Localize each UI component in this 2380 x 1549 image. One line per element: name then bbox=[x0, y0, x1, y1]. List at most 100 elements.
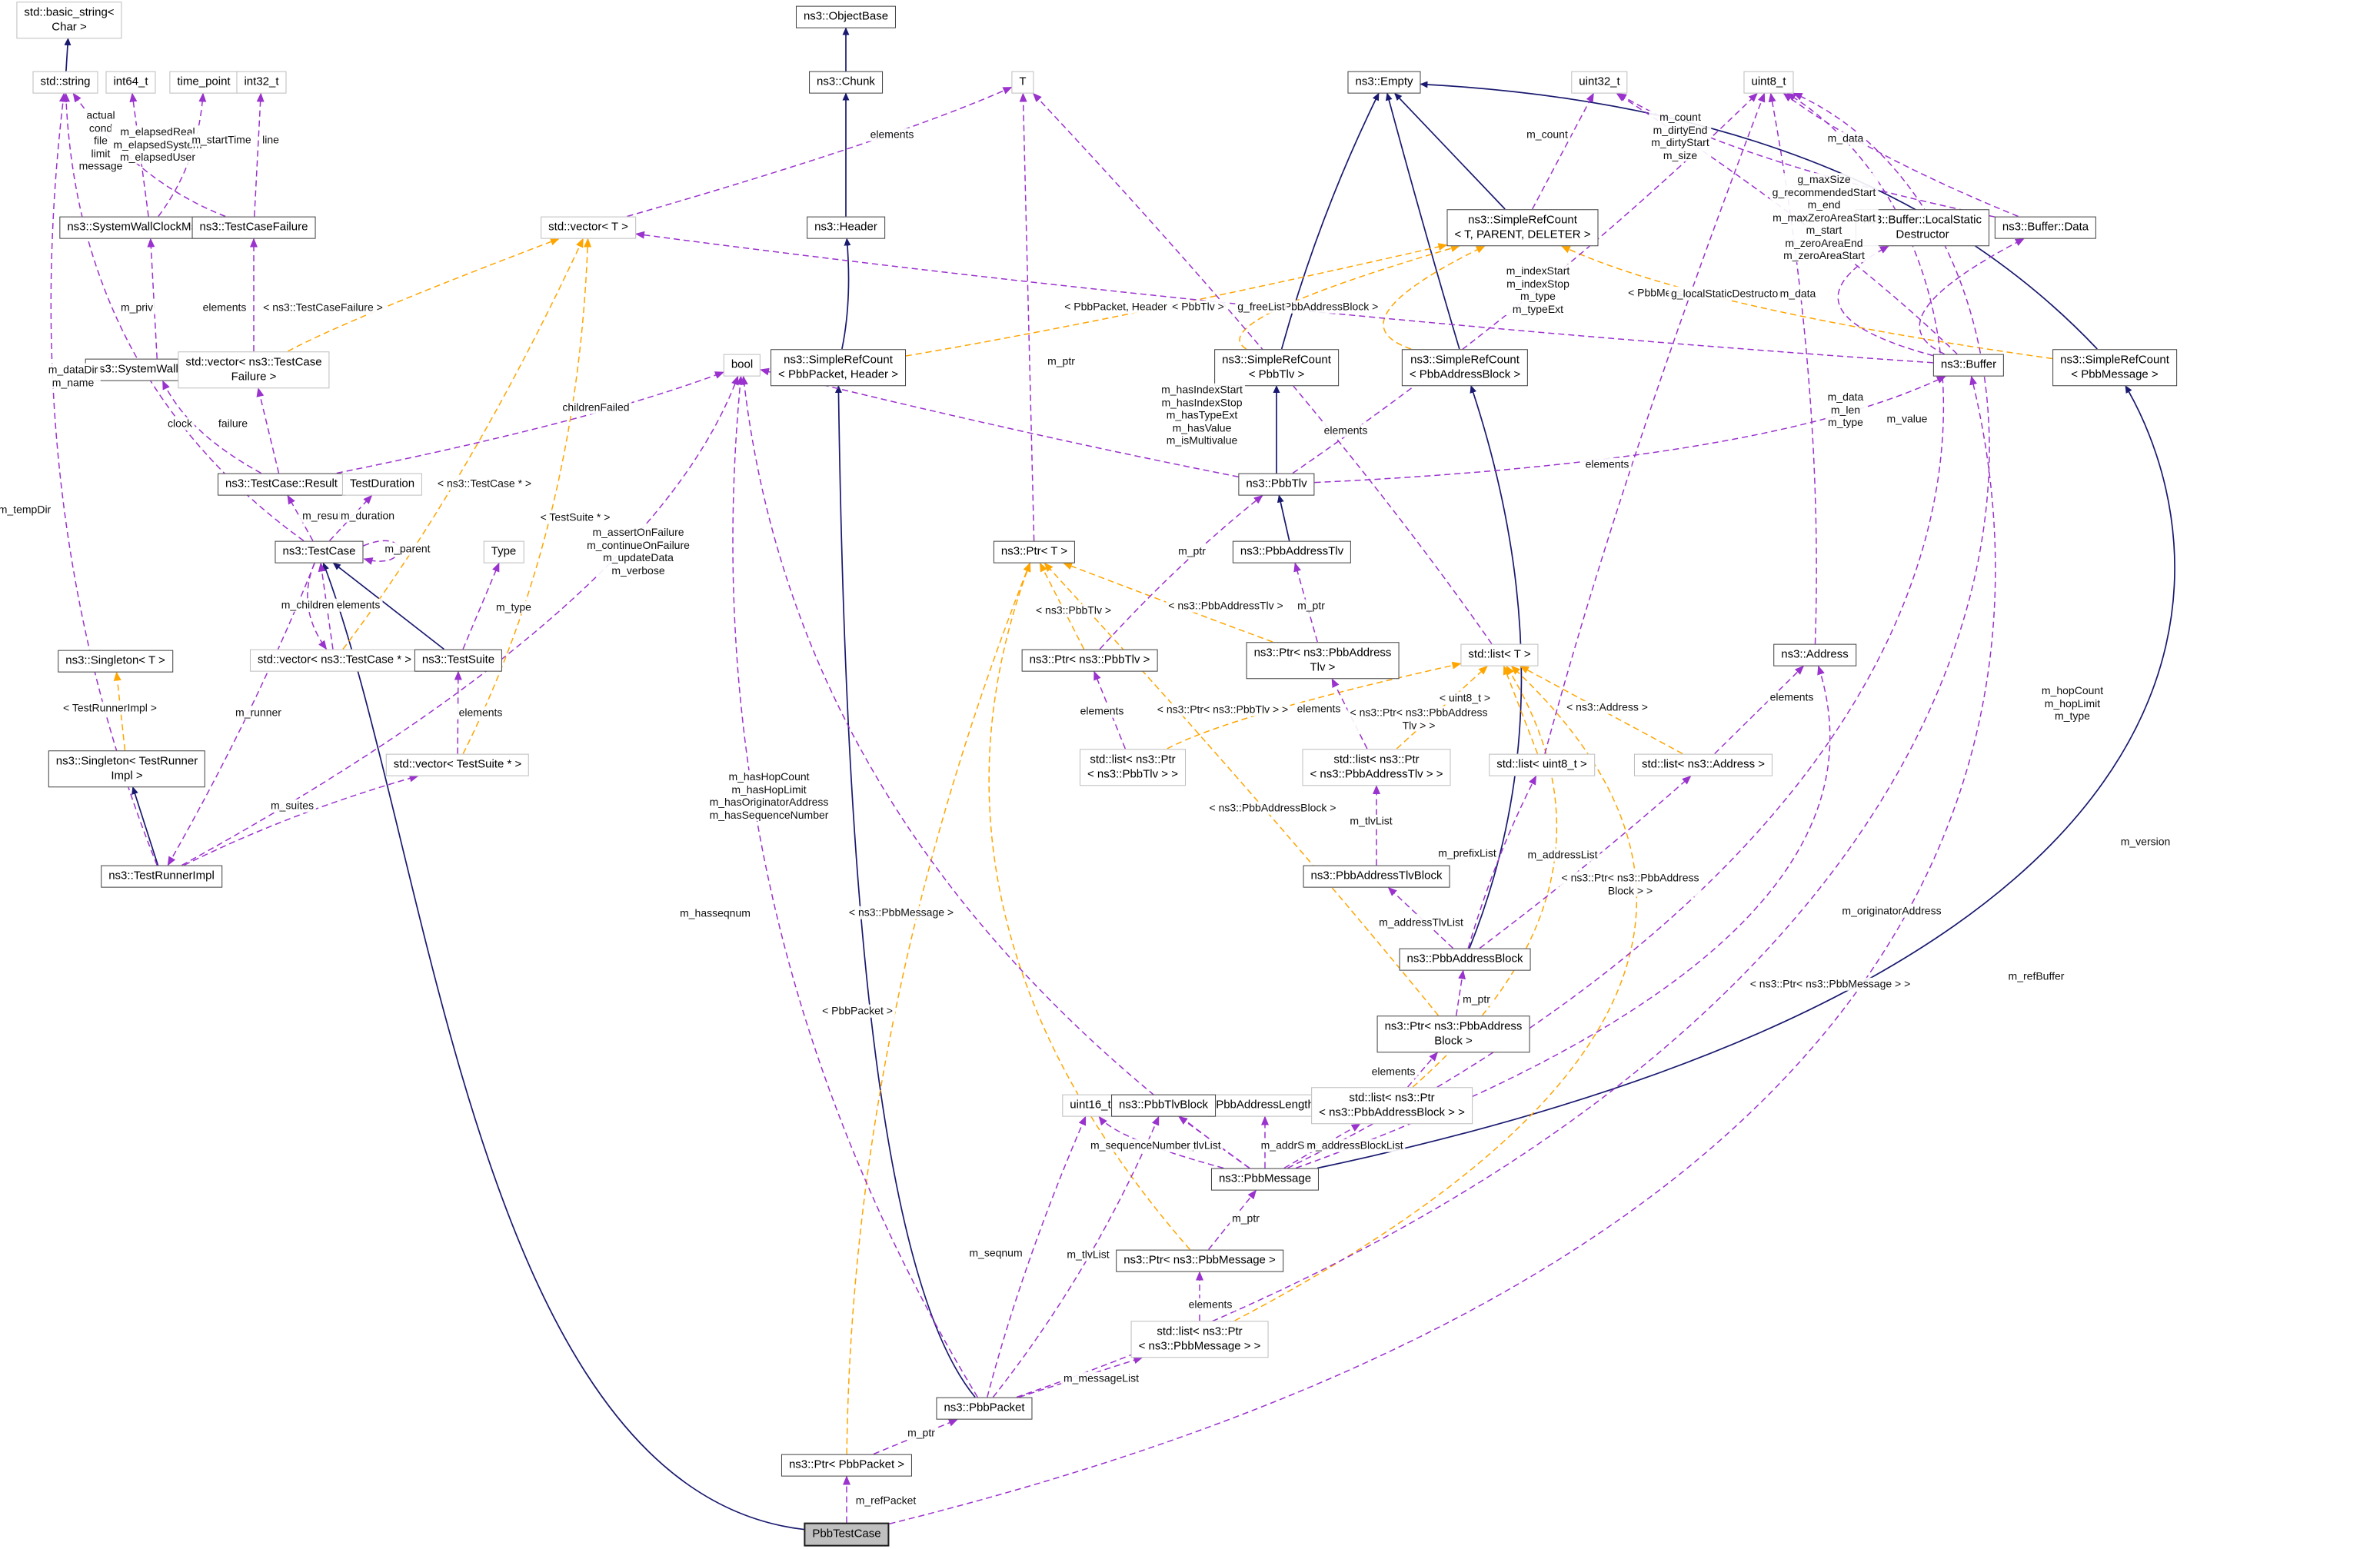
edge-label-listptraddrblock-listT: < ns3::Ptr< ns3::PbbAddress Block > > bbox=[1559, 871, 1702, 897]
edge-label-ptraddrblock-pbbaddrblock: m_ptr bbox=[1460, 992, 1493, 1006]
class-node-empty[interactable]: ns3::Empty bbox=[1347, 71, 1421, 94]
edge-srcAB-empty bbox=[1385, 92, 1460, 350]
class-node-srcPP[interactable]: ns3::SimpleRefCount < PbbPacket, Header … bbox=[771, 349, 906, 386]
edge-label-vecfail-vectorT: < ns3::TestCaseFailure > bbox=[261, 301, 385, 314]
edge-ptrtlv-pbbtlv bbox=[1099, 494, 1263, 650]
class-node-tcfailure[interactable]: ns3::TestCaseFailure bbox=[191, 216, 316, 239]
edge-pbbtestcase-buffer bbox=[889, 375, 1996, 1524]
class-node-vectorT: std::vector< T > bbox=[541, 216, 636, 239]
edge-srcAB-srcTPD bbox=[1383, 245, 1486, 350]
edge-label-pbbaddrblock-pbbaddrtlvblock: m_addressTlvList bbox=[1376, 916, 1466, 929]
edge-srcMsg-empty bbox=[1420, 81, 2098, 350]
class-node-pbbtlv[interactable]: ns3::PbbTlv bbox=[1238, 473, 1315, 496]
class-node-ptrmsg[interactable]: ns3::Ptr< ns3::PbbMessage > bbox=[1116, 1249, 1283, 1272]
edge-string-basic_string bbox=[64, 38, 72, 71]
class-node-pbbmessage[interactable]: ns3::PbbMessage bbox=[1210, 1168, 1320, 1191]
edge-label-listptrmsg-ptrmsg: elements bbox=[1186, 1298, 1235, 1311]
class-node-ptraddrtlv[interactable]: ns3::Ptr< ns3::PbbAddress Tlv > bbox=[1246, 642, 1400, 679]
edge-swcm-swcmp bbox=[147, 238, 158, 359]
class-node-bufdata[interactable]: ns3::Buffer::Data bbox=[1994, 216, 2097, 239]
edge-ptrT-T bbox=[1019, 92, 1035, 541]
class-node-ptrpacket[interactable]: ns3::Ptr< PbbPacket > bbox=[781, 1454, 913, 1477]
class-node-listT: std::list< T > bbox=[1460, 643, 1539, 666]
class-node-vectc: std::vector< ns3::TestCase * > bbox=[249, 649, 420, 672]
edge-label-address-uint8: m_data m_len m_type bbox=[1825, 391, 1866, 429]
edge-tcresult-bool bbox=[336, 371, 724, 474]
class-node-pbbaddrtlv[interactable]: ns3::PbbAddressTlv bbox=[1232, 540, 1352, 563]
class-node-singletonT[interactable]: ns3::Singleton< T > bbox=[58, 650, 173, 673]
edge-label-listaddr-address: elements bbox=[1767, 690, 1816, 704]
edge-pbbmessage-address bbox=[1295, 665, 1831, 1169]
edge-label-vectorT-T: elements bbox=[867, 128, 917, 141]
edge-pbbaddrblock-listuint8 bbox=[1467, 775, 1537, 949]
edge-label-testcase-testcase: m_parent bbox=[382, 542, 433, 556]
edge-label-pbbpacket-uint8: m_version bbox=[2118, 835, 2173, 849]
edge-label-buffer-vectorT: g_freeList bbox=[1235, 300, 1287, 314]
edge-label-vecsuite-vectorT: < TestSuite * > bbox=[538, 510, 613, 524]
class-node-pbbaddrtlvblock[interactable]: ns3::PbbAddressTlvBlock bbox=[1303, 865, 1450, 888]
class-node-testcase[interactable]: ns3::TestCase bbox=[275, 540, 364, 563]
class-node-tcresult[interactable]: ns3::TestCase::Result bbox=[218, 473, 345, 496]
edge-label-testrunnerimpl-bool: m_assertOnFailure m_continueOnFailure m_… bbox=[584, 525, 692, 577]
class-node-testrunnerimpl[interactable]: ns3::TestRunnerImpl bbox=[101, 865, 222, 888]
class-node-pbbtlvblock[interactable]: ns3::PbbTlvBlock bbox=[1111, 1094, 1216, 1117]
class-node-listptrmsg: std::list< ns3::Ptr < ns3::PbbMessage > … bbox=[1130, 1321, 1269, 1358]
class-node-buffer[interactable]: ns3::Buffer bbox=[1932, 354, 2005, 377]
edge-buffer-buflsd bbox=[1837, 245, 1934, 357]
edge-label-listptraddrtlv-listT: < ns3::Ptr< ns3::PbbAddress Tlv > > bbox=[1347, 706, 1490, 732]
class-node-address[interactable]: ns3::Address bbox=[1773, 643, 1856, 666]
class-node-srcTPD[interactable]: ns3::SimpleRefCount < T, PARENT, DELETER… bbox=[1446, 209, 1599, 246]
edge-pbbmessage-uint8 bbox=[1287, 92, 1945, 1169]
class-node-singletonTRI[interactable]: ns3::Singleton< TestRunner Impl > bbox=[48, 750, 206, 787]
class-node-ptrtlv[interactable]: ns3::Ptr< ns3::PbbTlv > bbox=[1021, 649, 1158, 672]
class-node-testsuite[interactable]: ns3::TestSuite bbox=[414, 649, 503, 672]
class-node-srcTlv[interactable]: ns3::SimpleRefCount < PbbTlv > bbox=[1214, 349, 1339, 386]
edge-label-ptrmsg-pbbmessage: m_ptr bbox=[1230, 1212, 1262, 1225]
class-node-ptraddrblock[interactable]: ns3::Ptr< ns3::PbbAddress Block > bbox=[1376, 1015, 1530, 1052]
edge-pbbmessage-srcMsg bbox=[1316, 385, 2175, 1169]
edge-pbbpacket-pbbtlvblock bbox=[992, 1115, 1160, 1398]
edge-bufdata-uint8 bbox=[1783, 92, 2019, 218]
edge-tcfailure-int32 bbox=[254, 92, 265, 217]
edge-label-listptrmsg-listT: < ns3::Ptr< ns3::PbbMessage > > bbox=[1747, 977, 1913, 991]
edge-pbbaddrtlv-pbbtlv bbox=[1277, 494, 1290, 541]
edge-vectorT-T bbox=[627, 86, 1013, 218]
edge-srcTlv-empty bbox=[1280, 92, 1380, 350]
edge-listptraddrtlv-ptraddrtlv bbox=[1331, 678, 1368, 750]
edge-label-srcTPD-uint32: m_count bbox=[1524, 128, 1570, 141]
edge-vecfail-vectorT bbox=[288, 238, 560, 352]
class-node-type: Type bbox=[483, 540, 524, 563]
edge-label-pbbtestcase-buffer: m_refBuffer bbox=[2006, 969, 2067, 983]
edge-label-testcase-testduration: m_duration bbox=[338, 509, 398, 523]
edge-label-pbbpacket-uint16: m_seqnum bbox=[967, 1246, 1025, 1260]
class-node-chunk[interactable]: ns3::Chunk bbox=[809, 71, 883, 94]
class-node-objectbase[interactable]: ns3::ObjectBase bbox=[795, 5, 897, 28]
edge-tcresult-vecfail bbox=[256, 387, 280, 474]
edge-label-testcase-vectc: m_children bbox=[278, 598, 337, 612]
class-node-pbbtestcase[interactable]: PbbTestCase bbox=[804, 1522, 890, 1547]
class-node-srcAB[interactable]: ns3::SimpleRefCount < PbbAddressBlock > bbox=[1401, 349, 1529, 386]
edge-testrunnerimpl-vecsuite bbox=[184, 774, 419, 866]
class-node-srcMsg[interactable]: ns3::SimpleRefCount < PbbMessage > bbox=[2052, 349, 2177, 386]
edge-pbbaddrblock-srcAB bbox=[1469, 385, 1523, 949]
edge-label-swcm-swcmp: m_priv bbox=[118, 301, 156, 314]
edge-label-bufdata-uint8: m_data bbox=[1825, 131, 1866, 145]
class-node-pbbaddrlen: PbbAddressLength bbox=[1208, 1094, 1322, 1117]
class-node-string: std::string bbox=[32, 71, 98, 94]
class-node-ptrT[interactable]: ns3::Ptr< T > bbox=[993, 540, 1076, 563]
edge-label-listT-T: elements bbox=[1321, 424, 1370, 437]
class-node-listptraddrtlv: std::list< ns3::Ptr < ns3::PbbAddressTlv… bbox=[1302, 749, 1451, 786]
edge-label-pbbmessage-bool: m_hasHopCount m_hasHopLimit m_hasOrigina… bbox=[707, 770, 831, 822]
class-node-basic_string: std::basic_string< Char > bbox=[16, 2, 122, 38]
edge-label-ptrtlv-pbbtlv: m_ptr bbox=[1176, 544, 1208, 558]
edge-label-buffer-uint32: g_maxSize g_recommendedStart m_end m_max… bbox=[1769, 173, 1879, 262]
edge-label-pbbaddrblock-listaddr: m_addressList bbox=[1525, 848, 1600, 862]
class-node-pbbaddrblock[interactable]: ns3::PbbAddressBlock bbox=[1399, 948, 1531, 971]
edge-ptrmsg-pbbmessage bbox=[1208, 1189, 1257, 1250]
class-node-header[interactable]: ns3::Header bbox=[807, 216, 885, 239]
edge-testcase-string bbox=[62, 92, 305, 542]
edge-label-pbbaddrtlvblock-listptraddrtlv: m_tlvList bbox=[1347, 814, 1395, 828]
edge-testrunnerimpl-bool bbox=[181, 375, 739, 866]
class-node-pbbpacket[interactable]: ns3::PbbPacket bbox=[936, 1397, 1033, 1420]
edge-label-testrunnerimpl-string: m_tempDir bbox=[0, 503, 54, 517]
